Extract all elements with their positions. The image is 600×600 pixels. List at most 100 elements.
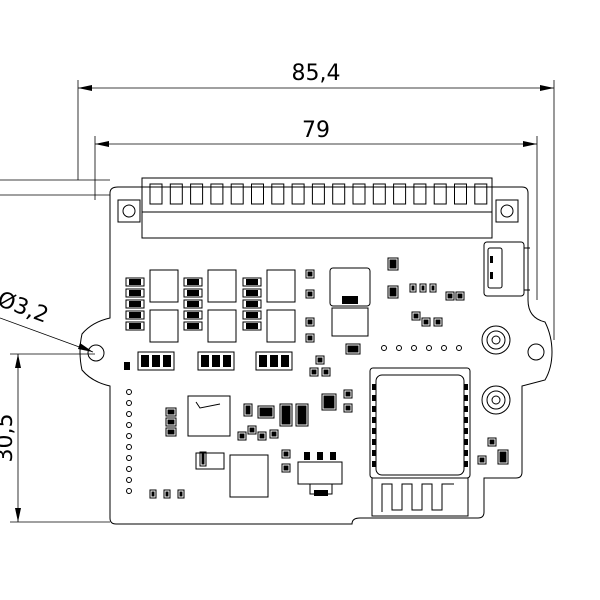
smd-pad bbox=[307, 335, 313, 341]
via bbox=[126, 477, 132, 483]
corner-mount-right bbox=[495, 199, 519, 223]
pcb-outline bbox=[79, 186, 553, 525]
smd-pad bbox=[311, 369, 317, 375]
terminal-pin bbox=[393, 183, 407, 205]
resistor-array bbox=[124, 351, 293, 371]
resistor-array bbox=[255, 351, 293, 371]
smd-part bbox=[487, 437, 497, 447]
smd-part bbox=[345, 343, 361, 355]
smd-capacitor bbox=[242, 299, 262, 309]
smd-pad bbox=[187, 323, 199, 329]
smd-pad bbox=[323, 395, 335, 409]
smd-pad bbox=[323, 369, 329, 375]
smd-part bbox=[321, 393, 337, 411]
smd-capacitor bbox=[242, 277, 262, 287]
terminal-pin bbox=[190, 183, 204, 205]
module-pad bbox=[464, 395, 468, 401]
smd-capacitor bbox=[125, 277, 145, 287]
smd-pad bbox=[141, 355, 149, 367]
small-smd-parts bbox=[149, 257, 509, 499]
dimension-inner-width: 79 bbox=[94, 118, 538, 300]
smd-pad bbox=[389, 287, 397, 297]
smd-pad bbox=[389, 259, 397, 269]
smd-pad bbox=[345, 405, 351, 411]
inductor bbox=[329, 267, 371, 307]
smd-part bbox=[445, 291, 455, 301]
smd-pad bbox=[283, 465, 289, 471]
smd-pad bbox=[223, 355, 231, 367]
smd-pad bbox=[246, 301, 258, 307]
smd-part bbox=[343, 389, 353, 399]
smd-pad bbox=[281, 355, 289, 367]
terminal-pin bbox=[413, 183, 427, 205]
via bbox=[381, 345, 387, 351]
qfn-ic bbox=[187, 395, 231, 437]
power-ic bbox=[229, 454, 269, 498]
smd-pad bbox=[129, 323, 141, 329]
smd-part bbox=[419, 283, 427, 293]
module-pad bbox=[464, 428, 468, 434]
smd-pad bbox=[411, 285, 415, 291]
via bbox=[456, 345, 462, 351]
smd-pad bbox=[167, 419, 175, 425]
terminal-pin bbox=[352, 183, 366, 205]
smd-pad bbox=[271, 431, 277, 437]
smd-capacitor bbox=[183, 277, 203, 287]
smd-pad bbox=[259, 407, 273, 417]
mounting-hole-left bbox=[87, 344, 105, 362]
smd-pad bbox=[447, 293, 453, 299]
smd-pad bbox=[163, 355, 171, 367]
terminal-pin bbox=[311, 183, 325, 205]
terminal-pin bbox=[372, 183, 386, 205]
smd-part bbox=[387, 285, 399, 299]
smd-part bbox=[295, 403, 309, 427]
smd-pad bbox=[413, 313, 419, 319]
via bbox=[126, 400, 132, 406]
diode bbox=[195, 452, 225, 470]
via bbox=[126, 455, 132, 461]
smd-part bbox=[269, 429, 279, 439]
smd-pad bbox=[129, 279, 141, 285]
smd-pad bbox=[187, 312, 199, 318]
mounting-hole-right bbox=[527, 343, 545, 361]
smd-part bbox=[257, 405, 275, 419]
smd-part bbox=[433, 317, 443, 327]
terminal-pin bbox=[433, 183, 447, 205]
smd-pad bbox=[307, 271, 313, 277]
smd-capacitor bbox=[183, 310, 203, 320]
module-pad bbox=[372, 439, 376, 445]
terminal-pin bbox=[210, 183, 224, 205]
smd-part bbox=[387, 257, 399, 271]
smd-inductor bbox=[266, 269, 296, 303]
via bbox=[426, 345, 432, 351]
smd-part bbox=[281, 449, 291, 459]
corner-mount-left bbox=[117, 199, 141, 223]
smd-pad bbox=[187, 301, 199, 307]
hole-height-label: 30,5 bbox=[0, 414, 18, 463]
via bbox=[126, 411, 132, 417]
smd-pad bbox=[187, 279, 199, 285]
smd-part bbox=[247, 425, 257, 435]
smd-part bbox=[343, 403, 353, 413]
module-pad bbox=[464, 450, 468, 456]
via bbox=[126, 444, 132, 450]
via bbox=[126, 488, 132, 494]
module-pad bbox=[464, 461, 468, 467]
smd-pad bbox=[317, 357, 323, 363]
smd-part bbox=[165, 407, 177, 417]
smd-pad bbox=[129, 290, 141, 296]
module-pad bbox=[372, 395, 376, 401]
smd-pad bbox=[270, 355, 278, 367]
smd-inductor bbox=[149, 309, 179, 343]
smd-pad bbox=[347, 345, 359, 353]
smd-part bbox=[421, 317, 431, 327]
smd-inductor bbox=[207, 269, 237, 303]
smd-part bbox=[315, 355, 325, 365]
smd-part bbox=[305, 269, 315, 279]
smd-pad bbox=[249, 427, 255, 433]
module-pad bbox=[464, 417, 468, 423]
smd-part bbox=[279, 403, 293, 427]
smd-pad bbox=[259, 433, 265, 439]
smd-part bbox=[243, 403, 253, 417]
